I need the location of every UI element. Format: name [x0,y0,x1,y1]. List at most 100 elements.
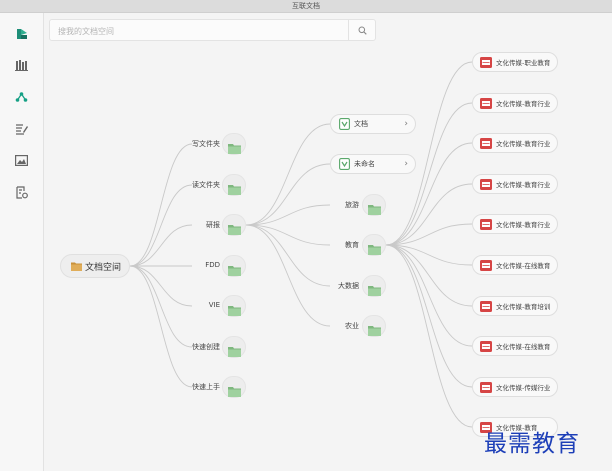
connector-line [385,244,473,266]
library-icon[interactable] [13,56,30,73]
level2-doc-node[interactable]: 文档 › [330,114,416,134]
pdf-icon [480,218,492,230]
level1-node[interactable] [222,336,246,358]
level3-file-node[interactable]: 文化传媒-在线教育 [472,255,558,275]
level3-file-node[interactable]: 文化传媒-在线教育 [472,336,558,356]
notes-icon[interactable] [13,120,30,137]
level2-label: 农业 [345,322,359,330]
watermark: 最需教育 [484,431,580,457]
folder-icon [368,245,381,255]
mindmap-icon[interactable] [13,88,30,105]
level3-file-node[interactable]: 文化传媒-教育行业 [472,174,558,194]
connector-line [385,61,473,246]
folder-icon [368,205,381,215]
level2-label: 旅游 [345,201,359,209]
level3-label: 文化传媒-传媒行业 [496,384,551,392]
level3-file-node[interactable]: 文化传媒-教育行业 [472,214,558,234]
level3-label: 文化传媒-在线教育 [496,262,551,270]
level3-file-node[interactable]: 文化传媒-教育行业 [472,133,558,153]
pdf-icon [480,56,492,68]
level1-label: 快速创建 [192,343,220,351]
level3-file-node[interactable]: 文化传媒-教育培训 [472,296,558,316]
level3-label: 文化传媒-教育行业 [496,100,551,108]
connector-line [385,244,473,388]
level3-file-node[interactable]: 文化传媒-教育行业 [472,93,558,113]
connector-line [129,265,193,348]
image-icon[interactable] [13,152,30,169]
level1-node[interactable] [222,214,246,236]
connector-line [129,265,193,307]
connector-line [385,244,473,428]
level1-node[interactable] [222,255,246,277]
connector-line [129,265,193,388]
connector-line [129,184,193,267]
pdf-icon [480,137,492,149]
sidebar [0,13,44,471]
connector-line [245,204,331,226]
connector-line [129,224,193,267]
level2-label: 大数据 [338,282,359,290]
connector-line [245,224,331,287]
level3-file-node[interactable]: 文化传媒-教育 [472,417,558,437]
connector-line [245,163,331,226]
pdf-icon [480,381,492,393]
search-input[interactable] [56,22,350,40]
folder-icon [228,306,241,316]
connector-line [385,244,473,347]
level3-file-node[interactable]: 文化传媒-传媒行业 [472,377,558,397]
level3-label: 文化传媒-教育 [496,424,538,432]
level3-label: 文化传媒-教育行业 [496,181,551,189]
level1-label: 写文件夹 [192,140,220,148]
level3-label: 文化传媒-在线教育 [496,343,551,351]
level3-label: 文化传媒-教育行业 [496,221,551,229]
root-label: 文档空间 [85,262,122,273]
level2-folder-node[interactable] [362,315,386,337]
doc-icon [339,118,350,130]
level3-file-node[interactable]: 文化传媒-职业教育 [472,52,558,72]
connector-line [385,244,473,307]
title-bar: 互联文档 [0,0,612,13]
level1-node[interactable] [222,295,246,317]
level3-label: 文化传媒-教育行业 [496,140,551,148]
folder-icon [368,286,381,296]
level2-label: 文档 [354,120,368,128]
chevron-right-icon: › [404,159,408,169]
level2-doc-node[interactable]: 未命名 › [330,154,416,174]
level3-label: 文化传媒-教育培训 [496,303,551,311]
chevron-right-icon: › [404,119,408,129]
connector-line [385,102,473,246]
level1-node[interactable] [222,376,246,398]
connector-line [245,224,331,246]
folder-icon [228,266,241,276]
pdf-icon [480,178,492,190]
app-logo-icon[interactable] [13,25,30,42]
window-title: 互联文档 [292,2,320,10]
level1-label: VIE [208,301,220,309]
pdf-icon [480,340,492,352]
level2-folder-node[interactable] [362,275,386,297]
level1-node[interactable] [222,133,246,155]
level1-label: 读文件夹 [192,181,220,189]
connector-line [385,223,473,246]
level1-label: FDD [205,261,220,269]
level2-folder-node[interactable] [362,234,386,256]
settings-doc-icon[interactable] [13,184,30,201]
folder-icon [228,387,241,397]
level1-label: 快速上手 [192,383,220,391]
level1-node[interactable] [222,174,246,196]
folder-icon [228,225,241,235]
root-folder-icon [71,262,82,271]
level2-label: 未命名 [354,160,375,168]
level2-folder-node[interactable] [362,194,386,216]
mindmap-root[interactable]: 文档空间 [60,254,130,278]
connector-line [129,143,193,267]
level3-label: 文化传媒-职业教育 [496,59,551,67]
pdf-icon [480,97,492,109]
connector-line [245,224,331,327]
pdf-icon [480,300,492,312]
doc-icon [339,158,350,170]
connector-line [385,142,473,246]
search-button[interactable] [348,20,375,40]
connector-line [385,183,473,246]
